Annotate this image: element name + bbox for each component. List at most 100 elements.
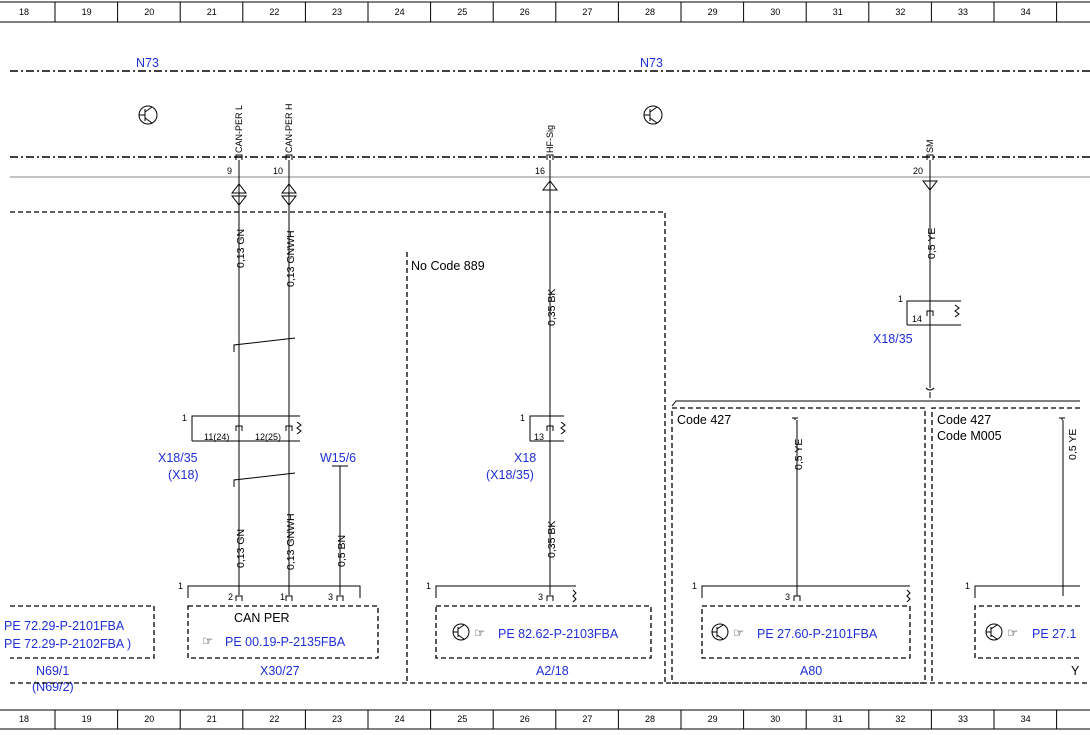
component-w15-6[interactable]: W15/6 (320, 451, 356, 465)
ref-pe-27-60-2101[interactable]: PE 27.60-P-2101FBA (757, 627, 878, 641)
ruler-column-number: 31 (833, 714, 843, 724)
ruler-column-number: 24 (395, 714, 405, 724)
component-x30-27[interactable]: X30/27 (260, 664, 300, 678)
hf-sig-wire (541, 160, 559, 595)
a2-18-block (435, 585, 652, 659)
pin-number: 11(24) (204, 432, 229, 442)
hand-pointer-icon: ☞ (474, 626, 485, 640)
ref-pe-72-29-2101[interactable]: PE 72.29-P-2101FBA (4, 619, 125, 633)
wire-label: 0,13 GNWH (285, 513, 297, 570)
code-427: Code 427 (937, 413, 991, 427)
pin-number: 1 (178, 581, 183, 591)
ruler-column-number: 34 (1021, 714, 1031, 724)
pin-number: 16 (535, 166, 545, 176)
signal-sm: SM (925, 140, 935, 154)
ruler-column-number: 21 (207, 714, 217, 724)
ruler-column-number: 19 (82, 7, 92, 17)
ruler-column-number: 34 (1021, 7, 1031, 17)
signal-hf-sig: HF-Sig (545, 125, 555, 153)
ruler-column-number: 22 (269, 7, 279, 17)
n73-label-right[interactable]: N73 (640, 56, 663, 70)
pin-number: 1 (520, 413, 525, 423)
can-wires (230, 160, 298, 595)
a80-block (701, 585, 911, 659)
x30-27-block (187, 585, 379, 659)
transistor-icon (138, 105, 158, 125)
pin-contacts-n73 (235, 154, 934, 160)
transistor-icon (452, 623, 470, 641)
y-block (974, 585, 1080, 659)
transistor-icon (711, 623, 729, 641)
ruler-column-number: 20 (144, 7, 154, 17)
region-code-427-m005 (931, 407, 1080, 683)
pin-number: 14 (912, 314, 922, 324)
sm-wire (671, 160, 1080, 407)
component-x18-alt[interactable]: (X18) (168, 468, 199, 482)
hand-pointer-icon: ☞ (1007, 626, 1018, 640)
transistor-icon (985, 623, 1003, 641)
region-top-boundary (10, 211, 666, 683)
wire-label: 0,13 GN (235, 229, 247, 268)
pin-number: 1 (692, 581, 697, 591)
pin-number: 1 (898, 294, 903, 304)
component-a2-18[interactable]: A2/18 (536, 664, 569, 678)
pin-number: 1 (965, 581, 970, 591)
wire-label: 0,13 GN (235, 529, 247, 568)
component-x18[interactable]: X18 (514, 451, 536, 465)
wire-label: 0,13 GNWH (285, 230, 297, 287)
pin-number: 3 (785, 592, 790, 602)
ruler-column-number: 30 (770, 714, 780, 724)
pin-number: 9 (227, 166, 232, 176)
ruler-column-number: 29 (708, 714, 718, 724)
connector-x18-35-sm (906, 300, 961, 326)
component-y[interactable]: Y (1071, 664, 1080, 678)
ruler-column-number: 23 (332, 7, 342, 17)
pin-number: 1 (280, 592, 285, 602)
pin-number: 3 (328, 592, 333, 602)
ref-pe-27-cut[interactable]: PE 27.1 (1032, 627, 1077, 641)
component-n69-1[interactable]: N69/1 (36, 664, 69, 678)
can-per-label: CAN PER (234, 611, 290, 625)
component-x18-35[interactable]: X18/35 (158, 451, 198, 465)
code-427: Code 427 (677, 413, 731, 427)
ruler-column-number: 26 (520, 714, 530, 724)
wire-label: 0,5 BN (336, 535, 348, 567)
component-n69-2[interactable]: (N69/2) (32, 680, 74, 694)
ruler-column-number: 27 (582, 714, 592, 724)
connector-x18 (529, 415, 566, 442)
ruler-column-number: 32 (895, 7, 905, 17)
ruler-column-number: 25 (457, 7, 467, 17)
hand-pointer-icon: ☞ (202, 634, 213, 648)
pin-number: 12(25) (255, 432, 281, 442)
ruler-column-number: 28 (645, 714, 655, 724)
y-wire (1059, 417, 1065, 596)
pin-number: 2 (228, 592, 233, 602)
transistor-icon (643, 105, 663, 125)
ruler-column-number: 33 (958, 7, 968, 17)
ruler-column-number: 20 (144, 714, 154, 724)
wire-label: 0,5 YE (793, 439, 805, 470)
ruler-column-number: 22 (269, 714, 279, 724)
ruler-column-number: 21 (207, 7, 217, 17)
pin-number: 1 (182, 413, 187, 423)
n69-block (10, 605, 155, 659)
ruler-column-number: 19 (82, 714, 92, 724)
ruler-column-number: 24 (395, 7, 405, 17)
pin-number: 13 (534, 432, 544, 442)
ref-pe-82-62-2103[interactable]: PE 82.62-P-2103FBA (498, 627, 619, 641)
wire-label: 0,35 BK (546, 521, 558, 558)
ruler-column-number: 27 (582, 7, 592, 17)
component-a80[interactable]: A80 (800, 664, 822, 678)
component-x18-35-sm[interactable]: X18/35 (873, 332, 913, 346)
signal-can-per-h: CAN-PER H (284, 103, 294, 153)
ref-pe-72-29-2102[interactable]: PE 72.29-P-2102FBA ) (4, 637, 131, 651)
ref-pe-00-19-2135[interactable]: PE 00.19-P-2135FBA (225, 635, 346, 649)
ruler-column-number: 18 (19, 714, 29, 724)
n73-label-left[interactable]: N73 (136, 56, 159, 70)
ruler-column-number: 32 (895, 714, 905, 724)
component-x18-35-alt[interactable]: (X18/35) (486, 468, 534, 482)
connector-x18-35-can (191, 415, 302, 442)
